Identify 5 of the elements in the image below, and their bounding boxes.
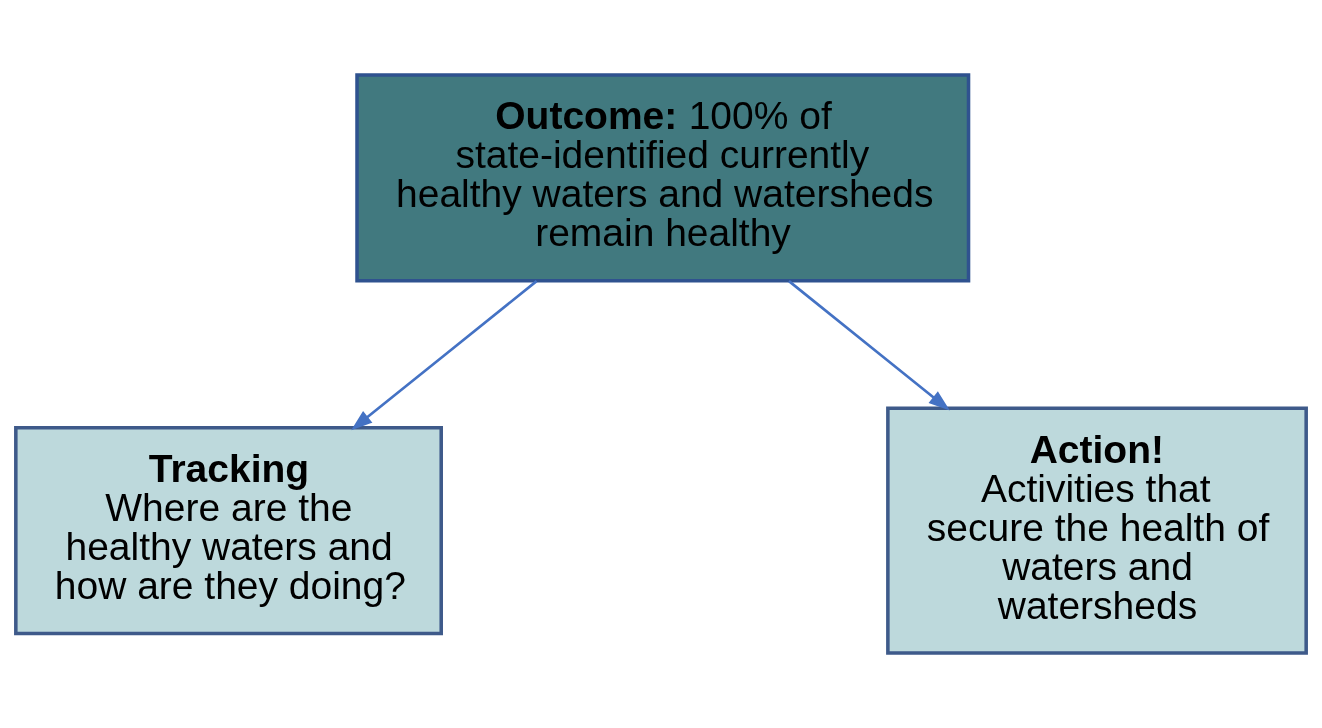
arrow: [788, 280, 950, 411]
node-box: Action! Activities that secure the health of waters and watersheds: [886, 406, 1308, 655]
node-box: Outcome: 100% of state-identified currently healthy waters and watersheds remain healthy: [355, 73, 971, 283]
node-box: Tracking Where are the healthy waters and how are they doing?: [14, 426, 443, 636]
arrow: [351, 280, 538, 431]
